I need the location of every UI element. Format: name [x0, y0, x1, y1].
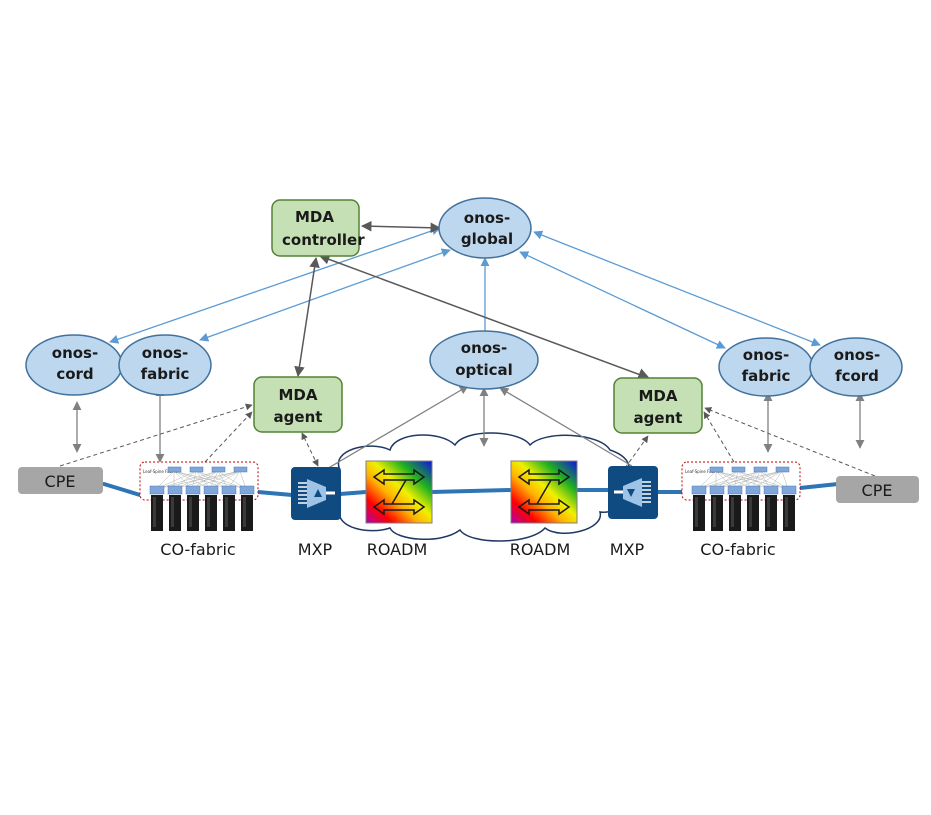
leaf-switch-icon: [221, 485, 237, 495]
onos-global-label-1: onos-: [464, 209, 510, 227]
mda-agent-left-node[interactable]: MDA agent: [253, 376, 343, 433]
fabric-inner-label: Leaf-Spine Fabric: [685, 469, 719, 474]
leaf-switch-icon: [781, 485, 797, 495]
onos-cord-label-2: cord: [56, 365, 93, 383]
onos-global-node[interactable]: onos- global: [438, 197, 532, 259]
onos-fabric-left-label-2: fabric: [141, 365, 190, 383]
server-rack-icon: [187, 495, 199, 531]
roadm-right-node[interactable]: [510, 460, 578, 524]
link-roadm-roadm: [430, 488, 513, 494]
onos-device-arrows: [72, 385, 865, 471]
mda-agent-right-label-1: MDA: [639, 387, 678, 405]
spine-switch-icon: [167, 466, 182, 473]
leaf-switch-icon: [203, 485, 219, 495]
server-rack-icon: [693, 495, 705, 531]
cross-arrows-icon: [372, 468, 426, 516]
server-rack-icon: [169, 495, 181, 531]
link-mxp-roadm-left: [338, 490, 368, 496]
cpe-right-label: CPE: [862, 481, 893, 500]
spine-switch-icon: [775, 466, 790, 473]
server-rack-icon: [729, 495, 741, 531]
server-rack-icon: [241, 495, 253, 531]
leaf-switch-icon: [167, 485, 183, 495]
onos-global-label-2: global: [461, 230, 513, 248]
server-rack-icon: [205, 495, 217, 531]
cpe-left-node[interactable]: CPE: [18, 467, 103, 494]
leaf-switch-icon: [709, 485, 725, 495]
co-fabric-right[interactable]: Leaf-Spine Fabric: [681, 461, 801, 531]
mda-agent-right-node[interactable]: MDA agent: [613, 377, 703, 434]
leaf-switch-icon: [239, 485, 255, 495]
caption-roadm-left: ROADM: [367, 540, 428, 559]
caption-mxp-right: MXP: [610, 540, 645, 559]
spine-switch-icon: [233, 466, 248, 473]
spine-switch-icon: [709, 466, 724, 473]
caption-co-fabric-left: CO-fabric: [160, 540, 235, 559]
leaf-switch-icon: [745, 485, 761, 495]
cpe-right-node[interactable]: CPE: [836, 476, 919, 503]
server-rack-icon: [783, 495, 795, 531]
spine-switch-icon: [211, 466, 226, 473]
fabric-inner-label: Leaf-Spine Fabric: [143, 469, 177, 474]
caption-co-fabric-right: CO-fabric: [700, 540, 775, 559]
leaf-switch-icon: [763, 485, 779, 495]
roadm-left-node[interactable]: [365, 460, 433, 524]
onos-fabric-left-label-1: onos-: [142, 344, 188, 362]
link-fabric-cpe-right: [798, 482, 840, 490]
onos-cord-node[interactable]: onos- cord: [25, 334, 123, 396]
onos-cord-label-1: onos-: [52, 344, 98, 362]
spine-switch-icon: [753, 466, 768, 473]
onos-fcord-node[interactable]: onos- fcord: [809, 337, 903, 397]
onos-fabric-right-label-2: fabric: [742, 367, 791, 385]
mda-agent-left-label-2: agent: [274, 408, 323, 426]
caption-roadm-right: ROADM: [510, 540, 571, 559]
onos-fabric-right-label-1: onos-: [743, 346, 789, 364]
onos-optical-label-2: optical: [455, 361, 513, 379]
mda-controller-node[interactable]: MDA controller: [271, 199, 365, 257]
spine-switch-icon: [731, 466, 746, 473]
mda-agent-right-label-2: agent: [634, 409, 683, 427]
server-rack-icon: [223, 495, 235, 531]
server-rack-icon: [151, 495, 163, 531]
onos-fabric-right-node[interactable]: onos- fabric: [718, 337, 814, 397]
server-rack-icon: [711, 495, 723, 531]
caption-mxp-left: MXP: [298, 540, 333, 559]
mda-control-arrows: [294, 220, 649, 379]
link-fabric-mxp-left: [256, 490, 294, 497]
onos-fcord-label-1: onos-: [834, 346, 880, 364]
leaf-switch-icon: [691, 485, 707, 495]
mda-controller-label-2: controller: [282, 231, 365, 249]
mxp-right-node[interactable]: [608, 466, 658, 519]
spine-switch-icon: [189, 466, 204, 473]
leaf-switch-icon: [727, 485, 743, 495]
cpe-left-label: CPE: [45, 472, 76, 491]
mda-agent-left-label-1: MDA: [279, 386, 318, 404]
leaf-switch-icon: [185, 485, 201, 495]
leaf-switch-icon: [149, 485, 165, 495]
mda-controller-label-1: MDA: [295, 208, 334, 226]
mda-agent-monitoring-arrows: [59, 403, 876, 477]
server-rack-icon: [765, 495, 777, 531]
mxp-left-node[interactable]: [291, 467, 341, 520]
co-fabric-left[interactable]: Leaf-Spine Fabric: [139, 461, 259, 531]
onos-control-arrows: [109, 226, 821, 349]
link-cpe-left-fabric: [102, 482, 142, 497]
cross-arrows-icon: [517, 468, 571, 516]
onos-fcord-label-2: fcord: [835, 367, 879, 385]
onos-fabric-left-node[interactable]: onos- fabric: [118, 334, 212, 396]
onos-optical-label-1: onos-: [461, 339, 507, 357]
onos-optical-node[interactable]: onos- optical: [429, 330, 539, 390]
data-plane-links: [102, 482, 840, 497]
server-rack-icon: [747, 495, 759, 531]
